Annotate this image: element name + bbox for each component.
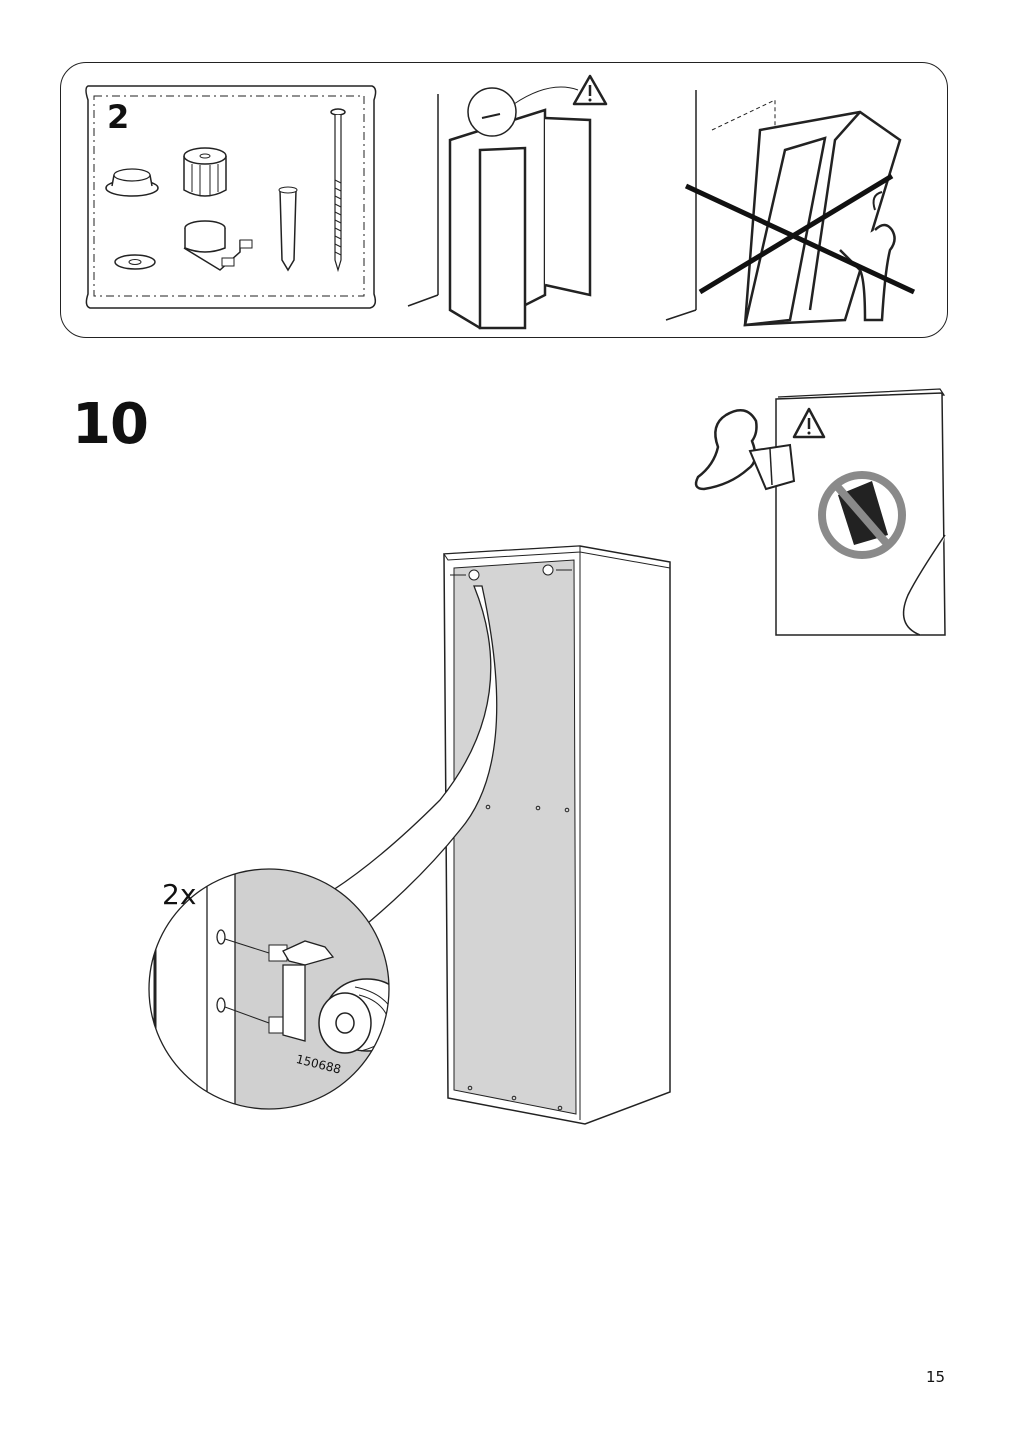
- foot-bracket-marker-right: [542, 564, 572, 576]
- foot-bracket-part: [183, 220, 253, 271]
- warning-triangle-icon: [572, 74, 608, 106]
- tipping-wrong-illustration: [665, 90, 916, 327]
- warning-triangle-icon: [792, 407, 826, 439]
- page-number: 15: [926, 1368, 946, 1386]
- cross-out-icon: [684, 173, 916, 295]
- read-manual-illustration: [694, 388, 946, 636]
- screw-part: [330, 108, 346, 273]
- quantity-label: 2x: [162, 878, 197, 911]
- step-number: 10: [72, 392, 149, 457]
- cabinet-illustration: [443, 545, 671, 1125]
- wall-plug-part: [278, 186, 298, 272]
- knob-part: [183, 147, 227, 197]
- pack-quantity: 2: [107, 98, 130, 136]
- washer-part: [114, 254, 156, 270]
- fixing-kit-illustration: [85, 85, 377, 309]
- detail-zoom-circle: [148, 868, 390, 1110]
- no-tipping-icon: [818, 471, 906, 559]
- wall-attach-illustration: [407, 74, 608, 330]
- cap-part: [105, 168, 159, 197]
- back-panel: [453, 559, 577, 1115]
- foot-bracket-marker-left: [450, 569, 480, 581]
- info-panel: [60, 62, 948, 338]
- reading-person-figure: [694, 408, 796, 491]
